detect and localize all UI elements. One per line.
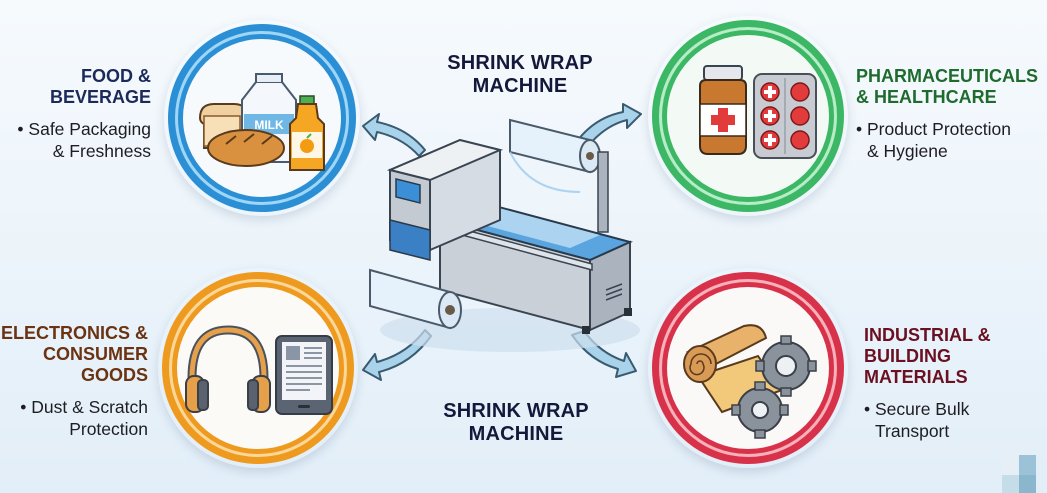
category-industrial-bullet-line2: Transport (875, 421, 950, 441)
category-electronics-bullet: • Dust & Scratch Protection (0, 396, 148, 440)
machine-title-bottom: SHRINK WRAP MACHINE (416, 400, 616, 446)
category-electronics-title-line2: CONSUMER (42, 344, 148, 364)
electronics-ring (158, 268, 358, 468)
headphones-ereader-icon (185, 325, 333, 415)
category-pharma-bullet: • Product Protection & Hygiene (856, 118, 1046, 162)
category-pharma-title: PHARMACEUTICALS & HEALTHCARE (856, 66, 1046, 108)
category-pharma-title-line1: PHARMACEUTICALS (856, 66, 1038, 86)
category-pharma-bullet-line1: • Product Protection (856, 119, 1011, 139)
category-food-text: FOOD & BEVERAGE • Safe Packaging & Fresh… (0, 66, 151, 162)
category-industrial-title-line3: MATERIALS (864, 367, 968, 387)
pharma-ring (648, 16, 848, 216)
category-industrial-title-line1: INDUSTRIAL & (864, 325, 991, 345)
category-industrial-title: INDUSTRIAL & BUILDING MATERIALS (864, 325, 1044, 388)
food-ring: MILK (164, 20, 360, 216)
shrink-wrap-machine-illustration (369, 118, 640, 352)
category-pharma-text: PHARMACEUTICALS & HEALTHCARE • Product P… (856, 66, 1046, 162)
category-food-title-line2: BEVERAGE (49, 87, 151, 107)
category-electronics-text: ELECTRONICS & CONSUMER GOODS • Dust & Sc… (0, 323, 148, 440)
category-electronics-bullet-line1: • Dust & Scratch (20, 397, 148, 417)
category-industrial-title-line2: BUILDING (864, 346, 951, 366)
category-pharma-bullet-line2: & Hygiene (867, 141, 948, 161)
machine-title-top-line1: SHRINK WRAP (447, 52, 593, 74)
machine-title-top-line2: MACHINE (472, 75, 568, 97)
category-electronics-title: ELECTRONICS & CONSUMER GOODS (0, 323, 148, 386)
category-industrial-text: INDUSTRIAL & BUILDING MATERIALS • Secure… (864, 325, 1044, 442)
machine-title-bottom-line2: MACHINE (468, 423, 564, 445)
machine-title-top: SHRINK WRAP MACHINE (420, 52, 620, 98)
category-electronics-bullet-line2: Protection (69, 419, 148, 439)
milk-label: MILK (254, 118, 284, 132)
category-food-bullet-line1: • Safe Packaging (17, 119, 151, 139)
category-electronics-title-line1: ELECTRONICS & (0, 323, 148, 343)
category-pharma-title-line2: & HEALTHCARE (856, 87, 997, 107)
category-food-bullet-line2: & Freshness (52, 141, 151, 161)
insulation-roll-gears-icon (683, 324, 817, 439)
category-food-title-line1: FOOD & (81, 66, 151, 86)
category-food-title: FOOD & BEVERAGE (0, 66, 151, 108)
category-industrial-bullet-line1: • Secure Bulk (864, 399, 970, 419)
category-food-bullet: • Safe Packaging & Freshness (0, 118, 151, 162)
category-industrial-bullet: • Secure Bulk Transport (864, 398, 1044, 442)
category-electronics-title-line3: GOODS (80, 365, 148, 385)
bread-milk-juice-icon: MILK (198, 73, 325, 171)
corner-artifact (1002, 455, 1036, 493)
industrial-ring (648, 268, 848, 468)
medicine-bottle-pills-icon (699, 65, 817, 159)
machine-title-bottom-line1: SHRINK WRAP (443, 400, 589, 422)
